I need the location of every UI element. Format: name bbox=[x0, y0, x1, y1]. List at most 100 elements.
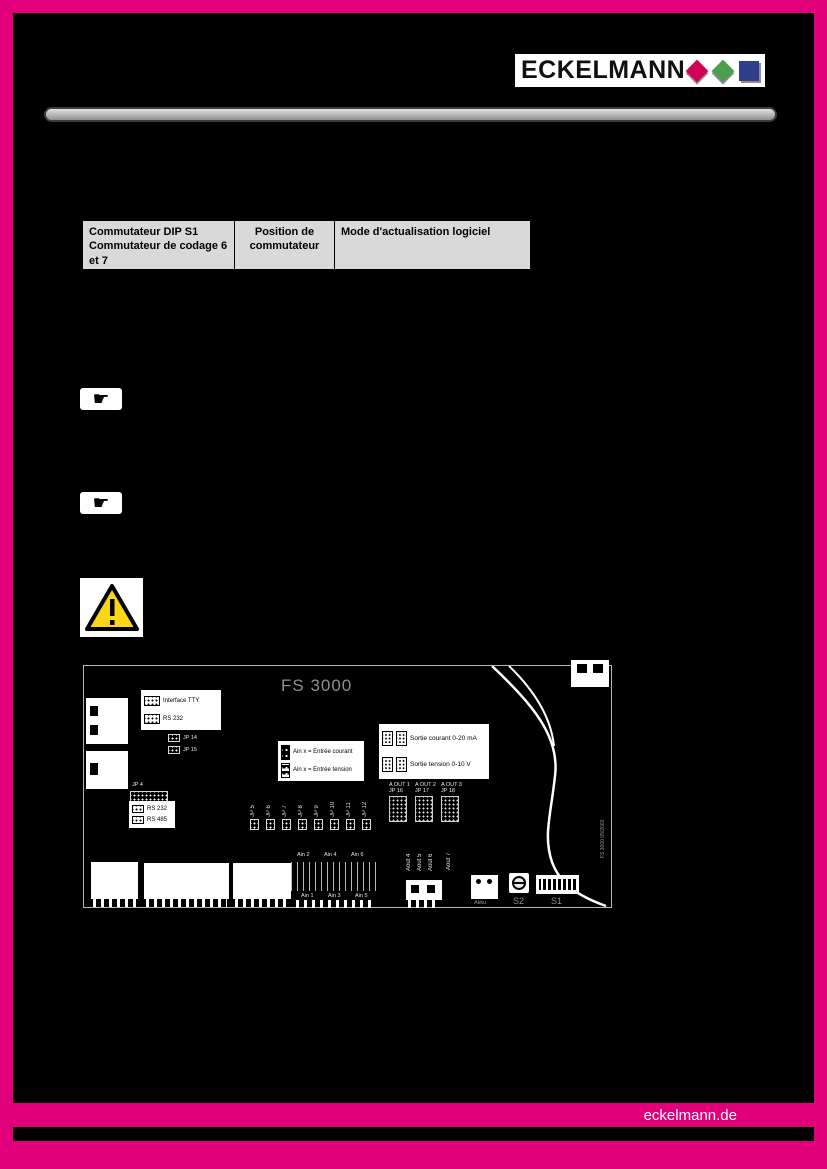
jp4-label: JP 4 bbox=[132, 782, 143, 788]
dip-switch-levers-icon bbox=[539, 879, 576, 890]
jp15-jumper: JP 15 bbox=[168, 746, 197, 754]
logo-text: ECKELMANN bbox=[521, 56, 686, 84]
eckelmann-logo: ECKELMANN bbox=[515, 54, 765, 87]
jumper-grid-icon bbox=[389, 796, 407, 822]
s1-dip-switch bbox=[536, 875, 579, 894]
jumper-icon bbox=[168, 746, 180, 754]
page-border-top bbox=[0, 0, 827, 13]
jumper-grid-icon bbox=[382, 756, 393, 772]
legend-rs232-label: RS 232 bbox=[163, 716, 184, 722]
page-border-left bbox=[0, 0, 13, 1169]
jumper-group: JP 6 bbox=[266, 789, 280, 830]
jumper-icon bbox=[132, 816, 144, 825]
logo-diamond-red-icon bbox=[685, 59, 709, 82]
ain5-label: Ain 5 bbox=[355, 893, 368, 899]
aout-col-label: A OUT 3 bbox=[441, 782, 462, 788]
ain4-label: Ain 4 bbox=[324, 852, 337, 858]
jumper-group: JP 5 bbox=[250, 789, 264, 830]
aout4-label: Aout 4 bbox=[406, 853, 412, 871]
jumper-label: JP 12 bbox=[362, 801, 368, 817]
connector-pins bbox=[408, 900, 440, 908]
jumper-label: JP 9 bbox=[314, 805, 320, 817]
bottom-connector-3 bbox=[233, 863, 291, 899]
jumper-grid-icon bbox=[382, 731, 393, 747]
aout-jp-label: JP 16 bbox=[389, 788, 403, 794]
jumper-grid-icon bbox=[415, 796, 433, 822]
aout5-label: Aout 5 bbox=[417, 853, 423, 871]
legend-tty-label: Interface TTY bbox=[163, 698, 200, 704]
top-connector bbox=[571, 660, 609, 687]
left-connector-upper bbox=[86, 698, 128, 744]
jumper-icon bbox=[346, 819, 355, 830]
connector-pins bbox=[93, 899, 136, 907]
hand-glyph: ☛ bbox=[92, 492, 110, 514]
connector-pins bbox=[146, 899, 227, 907]
table-header-position: Position de commutateur bbox=[235, 220, 335, 270]
footer-bar: eckelmann.de bbox=[13, 1103, 814, 1127]
battery bbox=[471, 875, 498, 899]
jumper-icon bbox=[250, 819, 259, 830]
jumper-icon bbox=[144, 696, 160, 706]
jumper-group: JP 8 bbox=[298, 789, 312, 830]
aout-col-label: A OUT 2 bbox=[415, 782, 436, 788]
jumper-label: JP 6 bbox=[266, 805, 272, 817]
jumper-label: JP 7 bbox=[282, 805, 288, 817]
legend-ain-current: Ain x = Entrée courant bbox=[293, 749, 353, 755]
fs3000-board-diagram: FS 3000 Interface TTY RS 232 JP 14 bbox=[83, 660, 612, 908]
jumper-icon bbox=[314, 819, 323, 830]
warning-icon bbox=[80, 578, 143, 637]
ain1-label: Ain 1 bbox=[301, 893, 314, 899]
aout6-label: Aout 6 bbox=[428, 853, 434, 871]
hand-glyph: ☛ bbox=[92, 388, 110, 410]
ain6-label: Ain 6 bbox=[351, 852, 364, 858]
note-hand-icon: ☛ bbox=[80, 492, 122, 514]
jumper-group: JP 7 bbox=[282, 789, 296, 830]
aout7-label: Aout 7 bbox=[446, 852, 452, 870]
aout-column: A OUT 3 JP 18 bbox=[441, 782, 465, 822]
footer-website-link[interactable]: eckelmann.de bbox=[643, 1106, 737, 1124]
doc-number: FS 3000 05/2002 bbox=[600, 819, 606, 858]
s2-switch bbox=[509, 873, 529, 893]
jumper-grid-icon bbox=[396, 756, 407, 772]
jumper-icon bbox=[282, 819, 291, 830]
aout-column: A OUT 1 JP 16 bbox=[389, 782, 413, 822]
jumper-closed-icon bbox=[281, 744, 290, 760]
ain-pin-ticks bbox=[291, 862, 379, 891]
jumper-open-icon bbox=[281, 762, 290, 778]
tty-legend: Interface TTY RS 232 bbox=[141, 690, 221, 730]
connector-pins bbox=[235, 899, 289, 907]
aout-column: A OUT 2 JP 17 bbox=[415, 782, 439, 822]
rs-legend: RS 232 RS 485 bbox=[129, 801, 175, 828]
jumper-grid-icon bbox=[396, 731, 407, 747]
bottom-connector-2 bbox=[144, 863, 229, 899]
legend-rs232: RS 232 bbox=[147, 805, 168, 812]
warning-triangle-icon bbox=[84, 583, 139, 631]
jumper-grid-icon bbox=[441, 796, 459, 822]
ain3-label: Ain 3 bbox=[328, 893, 341, 899]
jumper-icon bbox=[132, 804, 144, 813]
jumper-group: JP 9 bbox=[314, 789, 328, 830]
battery-label: Akku bbox=[474, 900, 487, 906]
table-header-mode: Mode d'actualisation logiciel bbox=[335, 220, 531, 270]
bottom-connector-1 bbox=[91, 862, 138, 899]
board-title: FS 3000 bbox=[281, 676, 353, 695]
logo-diamond-green-icon bbox=[711, 59, 735, 82]
jumper-label: JP 5 bbox=[250, 805, 256, 817]
jumper-group: JP 11 bbox=[346, 789, 360, 830]
jumper-icon bbox=[362, 819, 371, 830]
page-border-right bbox=[814, 0, 827, 1169]
jp14-jumper: JP 14 bbox=[168, 734, 197, 742]
table-header-dip: Commutateur DIP S1 Commutateur de codage… bbox=[82, 220, 235, 270]
aout-jp-label: JP 17 bbox=[415, 788, 429, 794]
aout-legend: Sortie courant 0-20 mA Sortie tension 0-… bbox=[379, 724, 489, 779]
section-divider-bar bbox=[44, 107, 777, 122]
jumper-label: JP 8 bbox=[298, 805, 304, 817]
legend-rs485: RS 485 bbox=[147, 817, 168, 824]
aout-jp-label: JP 18 bbox=[441, 788, 455, 794]
jumper-icon bbox=[330, 819, 339, 830]
s1-label: S1 bbox=[551, 896, 563, 906]
aout-connector bbox=[406, 880, 442, 900]
s2-label: S2 bbox=[513, 896, 525, 906]
jumper-label: JP 11 bbox=[346, 802, 352, 817]
